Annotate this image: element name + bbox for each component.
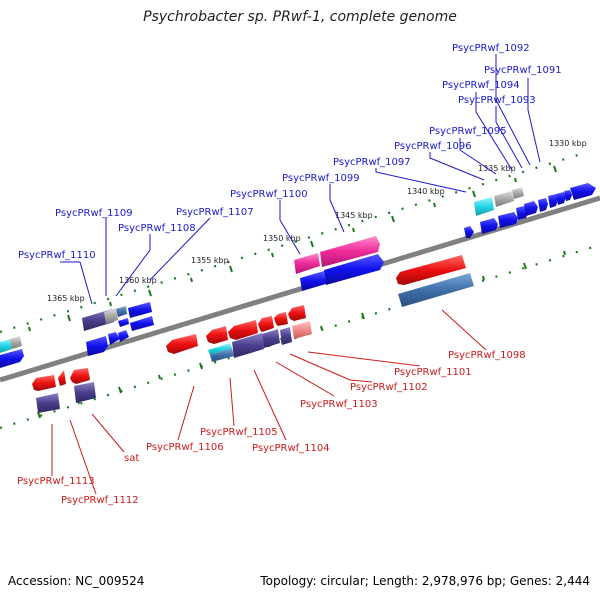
gene-label-reverse: PsycPRwf_1102: [350, 382, 428, 393]
tick-label: 1365 kbp: [47, 294, 85, 303]
reverse-gene-cluster-1352: [166, 305, 312, 362]
gene-label-forward: PsycPRwf_1109: [55, 208, 133, 219]
gene-label-reverse: PsycPRwf_1104: [252, 443, 330, 454]
reverse-gene-cluster-1365: [32, 368, 96, 413]
gene-label-reverse: PsycPRwf_1101: [394, 367, 472, 378]
gene-label-reverse: sat: [124, 453, 139, 464]
gene-label-forward: PsycPRwf_1096: [394, 141, 472, 152]
reverse-leader-lines: [51, 309, 487, 495]
gene-label-forward: PsycPRwf_1097: [333, 157, 411, 168]
gene-label-reverse: PsycPRwf_1103: [300, 399, 378, 410]
gene-label-forward: PsycPRwf_1091: [484, 65, 562, 76]
forward-gene-cluster-1333: [464, 183, 596, 238]
tick-label: 1340 kbp: [407, 187, 445, 196]
tick-label: 1355 kbp: [191, 256, 229, 265]
tick-label: 1345 kbp: [335, 211, 373, 220]
gene-label-forward: PsycPRwf_1107: [176, 207, 254, 218]
tick-label: 1350 kbp: [263, 234, 301, 243]
accession-text: Accession: NC_009524: [8, 574, 145, 588]
gene-label-reverse: PsycPRwf_1113: [17, 476, 95, 487]
gene-label-forward: PsycPRwf_1099: [282, 173, 360, 184]
gene-label-reverse: PsycPRwf_1105: [200, 427, 278, 438]
gene-label-forward: PsycPRwf_1108: [118, 223, 196, 234]
gene-label-reverse: PsycPRwf_1106: [146, 442, 224, 453]
tick-label: 1335 kbp: [478, 164, 516, 173]
forward-leader-lines: [60, 54, 541, 305]
forward-gene-left-edge: [0, 336, 24, 368]
gene-label-forward: PsycPRwf_1092: [452, 43, 530, 54]
genome-summary-text: Topology: circular; Length: 2,978,976 bp…: [260, 574, 590, 588]
gene-label-forward: PsycPRwf_1110: [18, 250, 96, 261]
page-title: Psychrobacter sp. PRwf-1, complete genom…: [143, 9, 457, 25]
gene-label-forward: PsycPRwf_1094: [442, 80, 520, 91]
tick-label: 1330 kbp: [549, 139, 587, 148]
gene-label-forward: PsycPRwf_1100: [230, 189, 308, 200]
gene-label-forward: PsycPRwf_1095: [429, 126, 507, 137]
outer-major-ticks: [28, 165, 557, 332]
gene-label-reverse: PsycPRwf_1098: [448, 350, 526, 361]
forward-gene-cluster-1360: [82, 302, 154, 356]
tick-label: 1360 kbp: [119, 276, 157, 285]
gene-label-reverse: PsycPRwf_1112: [61, 495, 139, 506]
forward-gene-cluster-1347: [294, 236, 384, 291]
gene-label-forward: PsycPRwf_1093: [458, 95, 536, 106]
reverse-gene-cluster-1340: [396, 255, 474, 307]
